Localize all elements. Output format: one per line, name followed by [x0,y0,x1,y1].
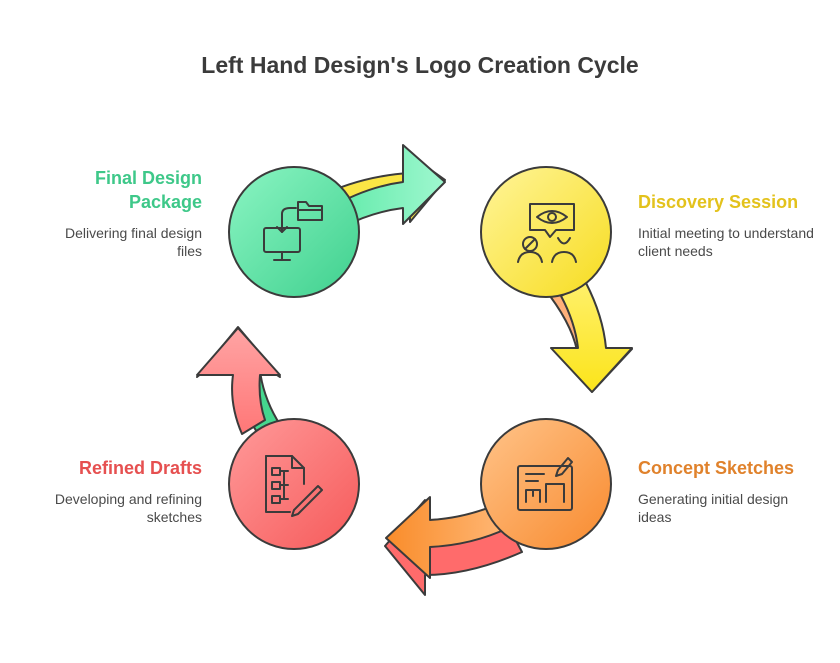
stage-description-discovery: Initial meeting to understand client nee… [638,225,814,259]
arrow-final-to-discovery [329,144,446,227]
stage-heading-refined: Refined Drafts [78,458,202,478]
stage-circle [228,418,360,550]
stage-final [228,166,360,298]
arrow-concept-to-refined [385,496,509,579]
stage-heading-concept: Concept Sketches [638,458,795,478]
stage-description-final: Delivering final design files [65,225,202,259]
stage-heading-discovery: Discovery Session [638,192,799,212]
label-final: Final Design Package Delivering final de… [40,166,202,260]
stage-description-concept: Generating initial design ideas [638,491,789,525]
stage-concept [480,418,612,550]
eye-people-icon [517,203,577,263]
cycle-arrows [196,144,633,579]
diagram-title: Left Hand Design's Logo Creation Cycle [201,52,639,78]
stage-discovery [480,166,612,298]
label-refined: Refined Drafts Developing and refining s… [40,456,202,526]
arrow-discovery-to-concept [550,282,633,393]
sketch-board-icon [517,457,573,511]
arrow-refined-to-final [196,327,281,435]
label-concept: Concept Sketches Generating initial desi… [638,456,818,526]
label-discovery: Discovery Session Initial meeting to und… [638,190,818,260]
stage-circle [228,166,360,298]
monitor-folder-icon [263,201,323,261]
stage-description-refined: Developing and refining sketches [54,491,202,525]
document-pencil-icon [265,455,323,517]
stage-heading-final: Final Design Package [94,168,202,212]
stage-refined [228,418,360,550]
